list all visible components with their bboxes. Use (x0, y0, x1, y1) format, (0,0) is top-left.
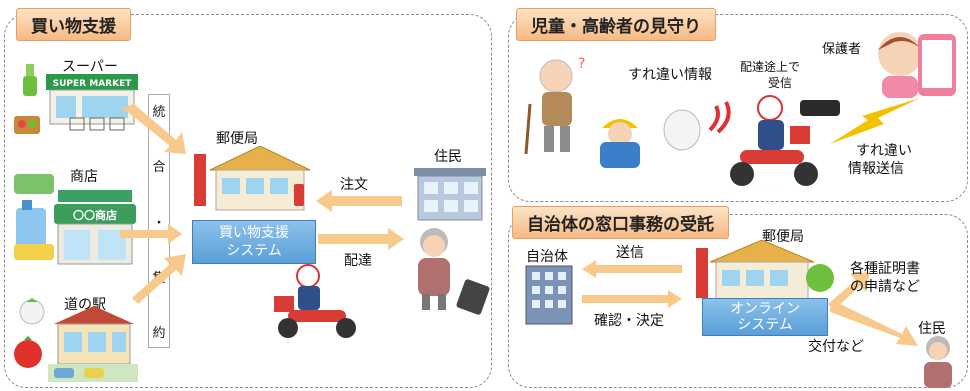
integration-char-2: 合 (152, 160, 166, 176)
resident-house-illustration (414, 168, 486, 221)
watch-delivery-bike-illustration (730, 95, 818, 186)
post-office-illustration (194, 146, 311, 211)
shop-sign: 〇〇商店 (73, 208, 117, 222)
send-label: 送信 (616, 245, 644, 261)
send-arrow (582, 260, 682, 278)
delivery-arrow (318, 228, 404, 250)
online-line-1: オンライン (730, 301, 800, 317)
system-line-1: 買い物支援 (219, 225, 289, 241)
supermarket-label: スーパー (62, 59, 118, 75)
supermarket-sign: SUPER MARKET (53, 79, 133, 89)
integration-char-3: ・ (152, 215, 166, 231)
guardian-with-phone-illustration (878, 32, 956, 98)
application-arrow (828, 272, 870, 310)
watch-panel (508, 14, 968, 202)
municipality-label: 自治体 (526, 249, 568, 265)
issue-arrow (830, 302, 918, 346)
application-line-1: 各種証明書 (850, 261, 920, 277)
resident-label: 住民 (434, 149, 462, 165)
municipal-panel (508, 214, 968, 388)
beacon-illustration (663, 101, 731, 151)
shopping-panel (4, 14, 492, 388)
issue-label: 交付など (808, 339, 864, 355)
post-office-label: 郵便局 (216, 131, 258, 147)
svg-text:?: ? (578, 56, 585, 72)
municipal-post-office-illustration (696, 240, 834, 301)
system-line-2: システム (226, 243, 282, 259)
guardian-label: 保護者 (822, 42, 862, 57)
shopping-title: 買い物支援 (16, 8, 131, 41)
send-line-2: 情報送信 (848, 161, 904, 177)
integration-char-1: 統 (152, 105, 166, 120)
confirm-label: 確認・決定 (594, 313, 664, 329)
lightning-bolt-icon (830, 98, 920, 144)
watch-title: 児童・高齢者の見守り (516, 8, 716, 41)
supermarket-illustration: SUPER MARKET (14, 64, 138, 134)
municipal-resident-label: 住民 (918, 321, 946, 337)
left-arrows (120, 104, 186, 304)
shopping-support-system-box: 買い物支援 システム (192, 220, 316, 264)
send-line-1: すれ違い (856, 143, 912, 159)
shop-illustration: 〇〇商店 (14, 174, 136, 265)
elderly-man-illustration: ? (524, 56, 585, 155)
delivery-motorbike-illustration (274, 264, 356, 338)
online-system-box: オンライン システム (702, 298, 828, 336)
municipal-building-illustration (525, 265, 573, 325)
integration-char-5: 約 (152, 326, 166, 341)
receiver-device-illustration (800, 100, 840, 116)
delivery-label: 配達 (344, 253, 372, 269)
shop-label: 商店 (70, 169, 98, 185)
roadside-station-illustration (14, 298, 138, 382)
receive-line-1: 配達途上で (740, 60, 801, 74)
child-illustration (600, 119, 640, 168)
confirm-arrow (582, 290, 682, 308)
passing-info-label: すれ違い情報 (628, 67, 712, 83)
receive-line-2: 受信 (768, 76, 793, 90)
municipal-resident-illustration (924, 336, 952, 388)
elderly-woman-illustration (418, 228, 490, 315)
order-label: 注文 (340, 177, 368, 193)
municipal-title: 自治体の窓口事務の受託 (512, 206, 729, 239)
order-arrow (316, 190, 402, 212)
online-line-2: システム (737, 317, 793, 333)
municipal-post-office-label: 郵便局 (762, 229, 804, 245)
application-line-2: の申請など (850, 279, 920, 295)
